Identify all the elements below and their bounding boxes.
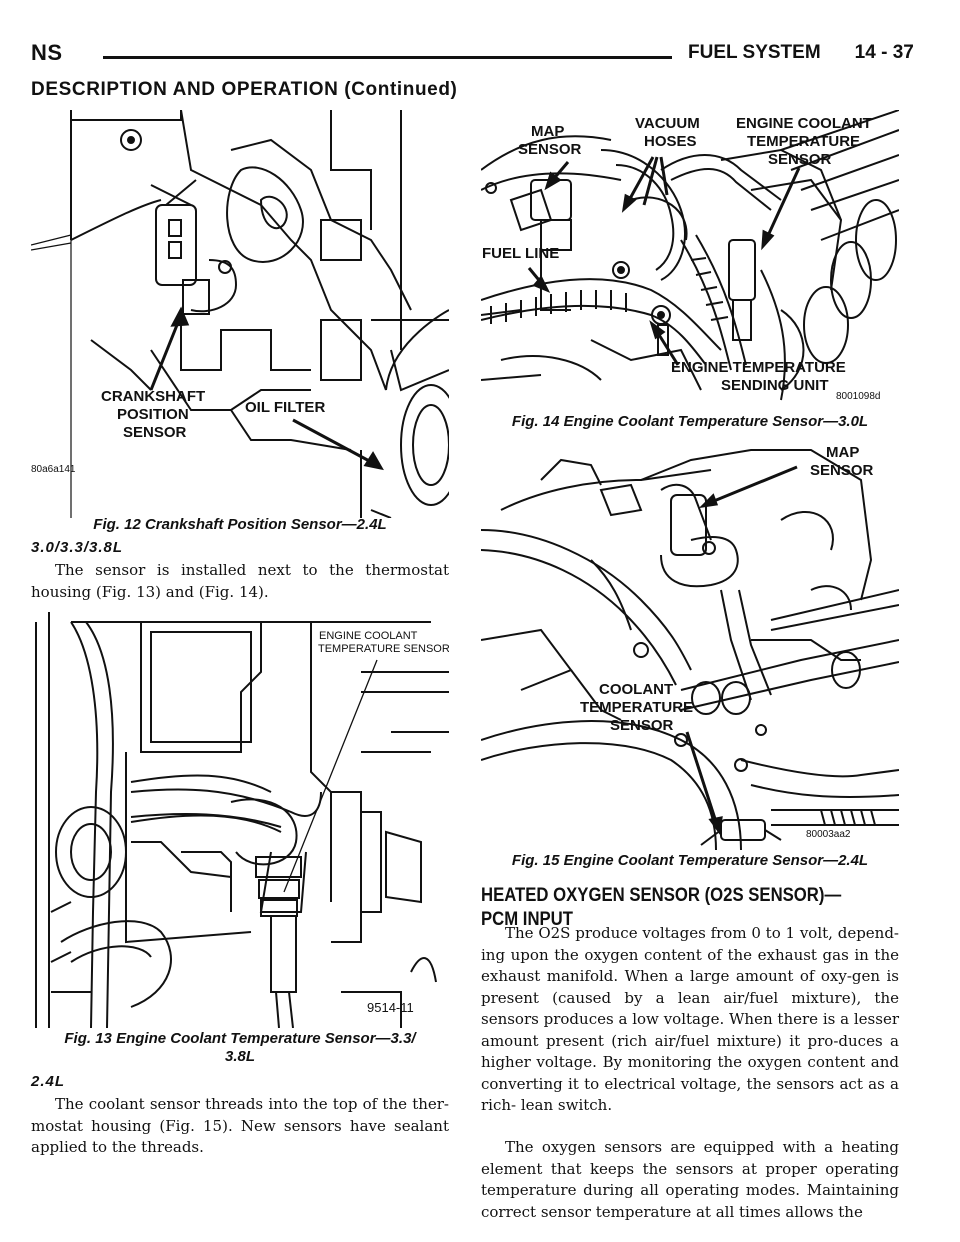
label-ect-3: SENSOR — [768, 151, 832, 168]
chapter-title: FUEL SYSTEM — [688, 42, 821, 63]
label-ect-1: ENGINE COOLANT — [736, 115, 872, 132]
label-etsu-2: SENDING UNIT — [721, 377, 829, 394]
label-map-2: SENSOR — [518, 141, 582, 158]
figure-14-code: 8001098d — [836, 391, 881, 402]
label-oil-filter: OIL FILTER — [245, 399, 325, 416]
label-map-1: MAP — [531, 123, 564, 140]
header-rule — [103, 56, 672, 59]
figure-14-coolant-sensor-30: MAP SENSOR VACUUM HOSES ENGINE COOLANT T… — [481, 110, 899, 410]
subheading-24-engine: 2.4L — [31, 1073, 66, 1090]
section-code: NS — [31, 40, 63, 65]
label-cts-1: COOLANT — [599, 681, 673, 698]
figure-13-caption: Fig. 13 Engine Coolant Temperature Senso… — [31, 1030, 449, 1066]
subheading-3x-engines: 3.0/3.3/3.8L — [31, 539, 124, 556]
figure-13-caption-line-2: 3.8L — [224, 1048, 255, 1065]
figure-15-coolant-sensor-24: MAP SENSOR COOLANT TEMPERATURE SENSOR 80… — [481, 440, 899, 850]
figure-12-caption: Fig. 12 Crankshaft Position Sensor—2.4L — [93, 516, 387, 533]
page-number: 14 - 37 — [854, 42, 914, 63]
figure-13-coolant-sensor-33-38: ENGINE COOLANT TEMPERATURE SENSOR 9514-1… — [31, 612, 449, 1028]
label-crankshaft-3: SENSOR — [123, 424, 187, 441]
figure-12-drawing: CRANKSHAFT POSITION SENSOR OIL FILTER 80… — [31, 110, 449, 518]
paragraph-24-engine: The coolant sensor threads into the top … — [31, 1095, 449, 1156]
label-crankshaft-2: POSITION — [117, 406, 189, 423]
label-etsu-1: ENGINE TEMPERATURE — [671, 359, 846, 376]
label-map-1: MAP — [826, 444, 859, 461]
label-cts-2: TEMPERATURE — [580, 699, 693, 716]
label-cts-3: SENSOR — [610, 717, 674, 734]
figure-13-drawing: ENGINE COOLANT TEMPERATURE SENSOR 9514-1… — [35, 612, 449, 1028]
section-continued-heading: DESCRIPTION AND OPERATION (Continued) — [31, 79, 458, 100]
label-crankshaft-1: CRANKSHAFT — [101, 388, 205, 405]
label-ect-2: TEMPERATURE SENSOR — [318, 643, 449, 655]
figure-13-code: 9514-11 — [367, 1000, 414, 1015]
page-header-right: FUEL SYSTEM 14 - 37 — [688, 42, 914, 64]
figure-15-caption: Fig. 15 Engine Coolant Temperature Senso… — [511, 852, 869, 869]
figure-14-drawing: MAP SENSOR VACUUM HOSES ENGINE COOLANT T… — [481, 110, 899, 402]
label-ect-2: TEMPERATURE — [747, 133, 860, 150]
figure-13-caption-line-1: Fig. 13 Engine Coolant Temperature Senso… — [64, 1030, 416, 1047]
figure-12-code: 80a6a141 — [31, 464, 76, 475]
paragraph-3x-engines: The sensor is installed next to the ther… — [31, 561, 449, 601]
paragraph-o2s-2: The oxygen sensors are equipped with a h… — [481, 1138, 899, 1221]
figure-15-drawing: MAP SENSOR COOLANT TEMPERATURE SENSOR 80… — [481, 444, 899, 850]
paragraph-o2s-1: The O2S produce voltages from 0 to 1 vol… — [481, 924, 899, 1114]
figure-15-code: 80003aa2 — [806, 829, 851, 840]
label-vacuum-2: HOSES — [644, 133, 697, 150]
label-vacuum-1: VACUUM — [635, 115, 700, 132]
label-ect-1: ENGINE COOLANT — [319, 630, 418, 642]
section-heading-o2s: HEATED OXYGEN SENSOR (O2S SENSOR)—PCM IN… — [481, 885, 842, 930]
figure-14-caption: Fig. 14 Engine Coolant Temperature Senso… — [511, 413, 869, 430]
label-map-2: SENSOR — [810, 462, 874, 479]
label-fuel-line: FUEL LINE — [482, 245, 559, 262]
figure-12-crankshaft-sensor: CRANKSHAFT POSITION SENSOR OIL FILTER 80… — [31, 110, 449, 518]
